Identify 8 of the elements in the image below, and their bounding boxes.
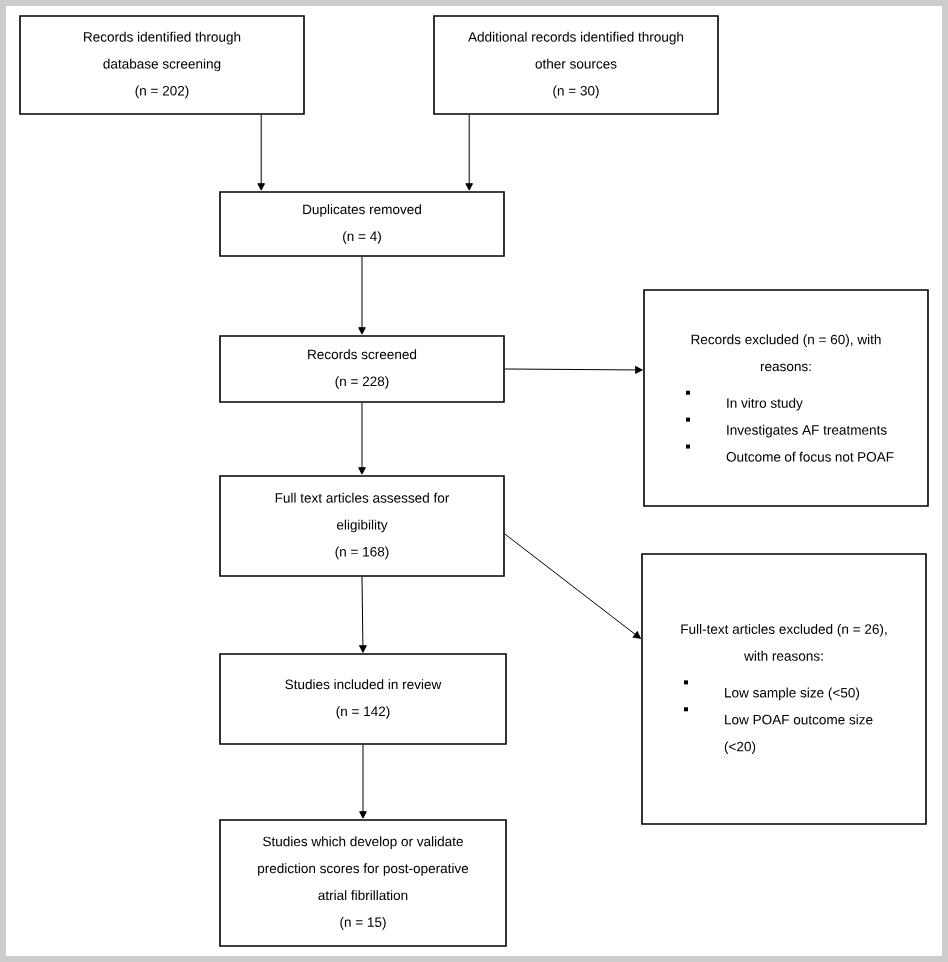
arrow: [257, 114, 265, 191]
arrow: [358, 256, 366, 335]
arrow: [465, 114, 473, 191]
arrow: [359, 576, 367, 653]
arrow: [504, 366, 643, 374]
arrow: [358, 402, 366, 475]
arrow: [504, 533, 641, 639]
arrow: [359, 744, 367, 819]
